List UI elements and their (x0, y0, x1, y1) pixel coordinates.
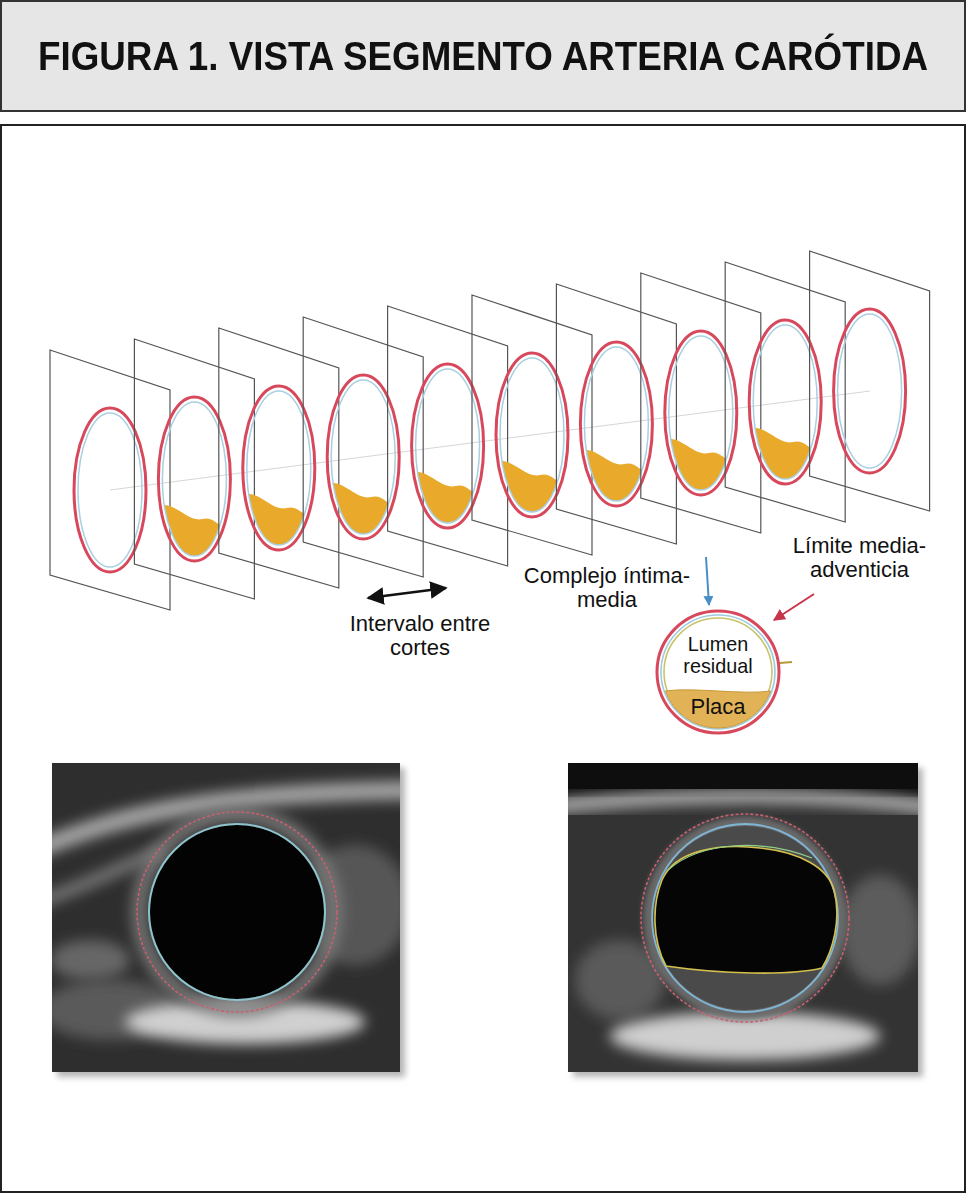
interval-arrow (368, 588, 446, 598)
ultrasound-left (30, 763, 430, 1077)
intima-media-label: Complejo íntima-media (522, 564, 692, 612)
media-adventitia-label: Límite media-adventicia (757, 534, 962, 582)
vessel-cross-section: Lumen residualPlaca (655, 609, 781, 735)
figure-title: FIGURA 1. VISTA SEGMENTO ARTERIA CARÓTID… (38, 2, 928, 110)
node-text: Lumen residual (655, 634, 781, 678)
slice-interval-label: Intervalo entre cortes (325, 612, 515, 660)
title-bar: FIGURA 1. VISTA SEGMENTO ARTERIA CARÓTID… (0, 0, 966, 112)
node-text: Placa (663, 695, 773, 719)
plaque-region: Placa (663, 687, 773, 729)
ultrasound-right (555, 763, 935, 1077)
